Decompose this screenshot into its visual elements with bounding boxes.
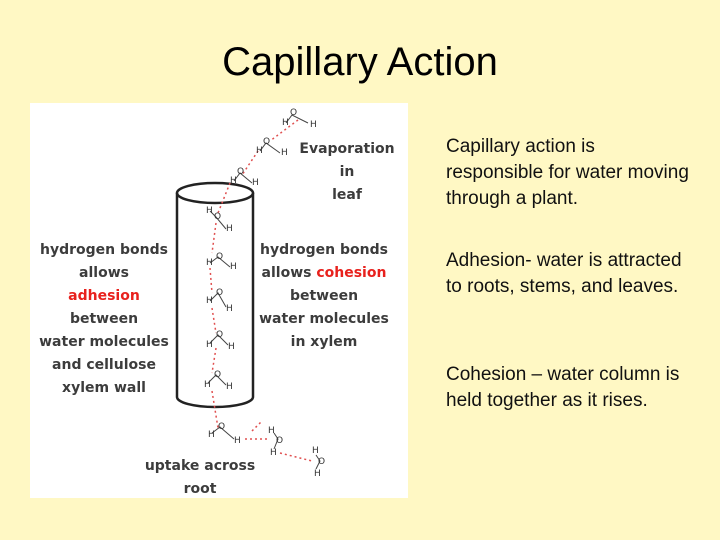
- atom-h: H: [312, 446, 319, 456]
- atom-h: H: [268, 426, 275, 436]
- atom-h: H: [281, 148, 288, 158]
- atom-h: H: [226, 382, 233, 392]
- capillary-paragraph: Capillary action is responsible for wate…: [446, 136, 689, 209]
- adhesion-highlight: adhesion: [68, 288, 140, 304]
- slide-title: Capillary Action: [222, 40, 498, 84]
- atom-h: H: [270, 448, 277, 458]
- hydrogen-bond-chain: [209, 119, 313, 462]
- atom-h: H: [252, 178, 259, 188]
- atom-h: H: [206, 258, 213, 268]
- uptake-label: uptake across root: [144, 458, 256, 497]
- atom-h: H: [230, 176, 237, 186]
- cohesion-paragraph: Cohesion – water column is held together…: [446, 364, 680, 411]
- atom-h: H: [234, 436, 241, 446]
- atom-h: H: [206, 296, 213, 306]
- atom-h: H: [204, 380, 211, 390]
- capillary-diagram: H O H H O H H O H H O H H O H H O H H O …: [30, 103, 408, 498]
- atom-o: O: [276, 436, 284, 446]
- atom-o: O: [263, 137, 271, 147]
- atom-h: H: [310, 120, 317, 130]
- atom-o: O: [214, 370, 222, 380]
- xylem-tube-top: [175, 181, 255, 205]
- adhesion-label: hydrogen bonds allows adhesion between w…: [30, 239, 178, 400]
- atom-h: H: [282, 118, 289, 128]
- cohesion-highlight: cohesion: [316, 265, 387, 281]
- adhesion-paragraph: Adhesion- water is attracted to roots, s…: [446, 250, 682, 297]
- atom-o: O: [216, 330, 224, 340]
- molecule-bonds: [207, 114, 321, 470]
- atom-o: O: [318, 457, 326, 467]
- atom-h: H: [228, 342, 235, 352]
- evaporation-label: Evaporation in leaf: [299, 141, 395, 203]
- atom-o: O: [216, 288, 224, 298]
- xylem-tube-bottom: [175, 396, 255, 409]
- atom-h: H: [226, 304, 233, 314]
- atom-h: H: [256, 146, 263, 156]
- atom-o: O: [216, 252, 224, 262]
- atom-o: O: [290, 108, 298, 118]
- atom-h: H: [230, 262, 237, 272]
- atom-h: H: [206, 340, 213, 350]
- atom-h: H: [206, 206, 213, 216]
- atom-h: H: [208, 430, 215, 440]
- atom-o: O: [214, 212, 222, 222]
- diagram-drawing: [175, 114, 321, 470]
- atom-h: H: [226, 224, 233, 234]
- cohesion-label: hydrogen bonds allows cohesion between w…: [259, 242, 389, 350]
- atom-o: O: [237, 167, 245, 177]
- atom-o: O: [218, 422, 226, 432]
- atom-h: H: [314, 469, 321, 479]
